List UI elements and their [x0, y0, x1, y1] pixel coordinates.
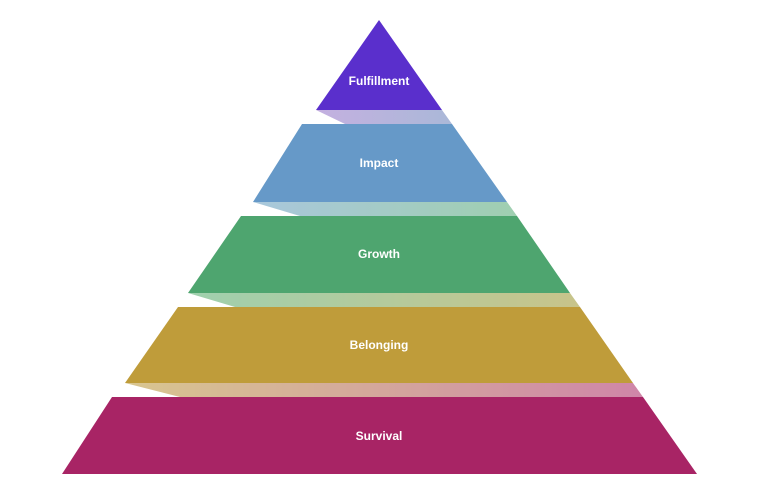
- level-shape: [62, 397, 697, 474]
- connector-2: [253, 202, 517, 216]
- level-label: Belonging: [350, 338, 409, 352]
- level-survival: Survival: [62, 397, 697, 474]
- level-shape: [316, 20, 442, 110]
- level-fulfillment: Fulfillment: [316, 20, 442, 110]
- connector-3: [188, 293, 580, 307]
- level-label: Impact: [360, 156, 399, 170]
- level-growth: Growth: [188, 216, 570, 293]
- level-label: Fulfillment: [349, 74, 410, 88]
- connector-1: [316, 110, 452, 124]
- level-shape: [253, 124, 507, 202]
- level-impact: Impact: [253, 124, 507, 202]
- level-belonging: Belonging: [125, 307, 633, 383]
- connector-4: [125, 383, 643, 397]
- level-label: Growth: [358, 247, 400, 261]
- level-shape: [125, 307, 633, 383]
- level-label: Survival: [356, 429, 403, 443]
- level-shape: [188, 216, 570, 293]
